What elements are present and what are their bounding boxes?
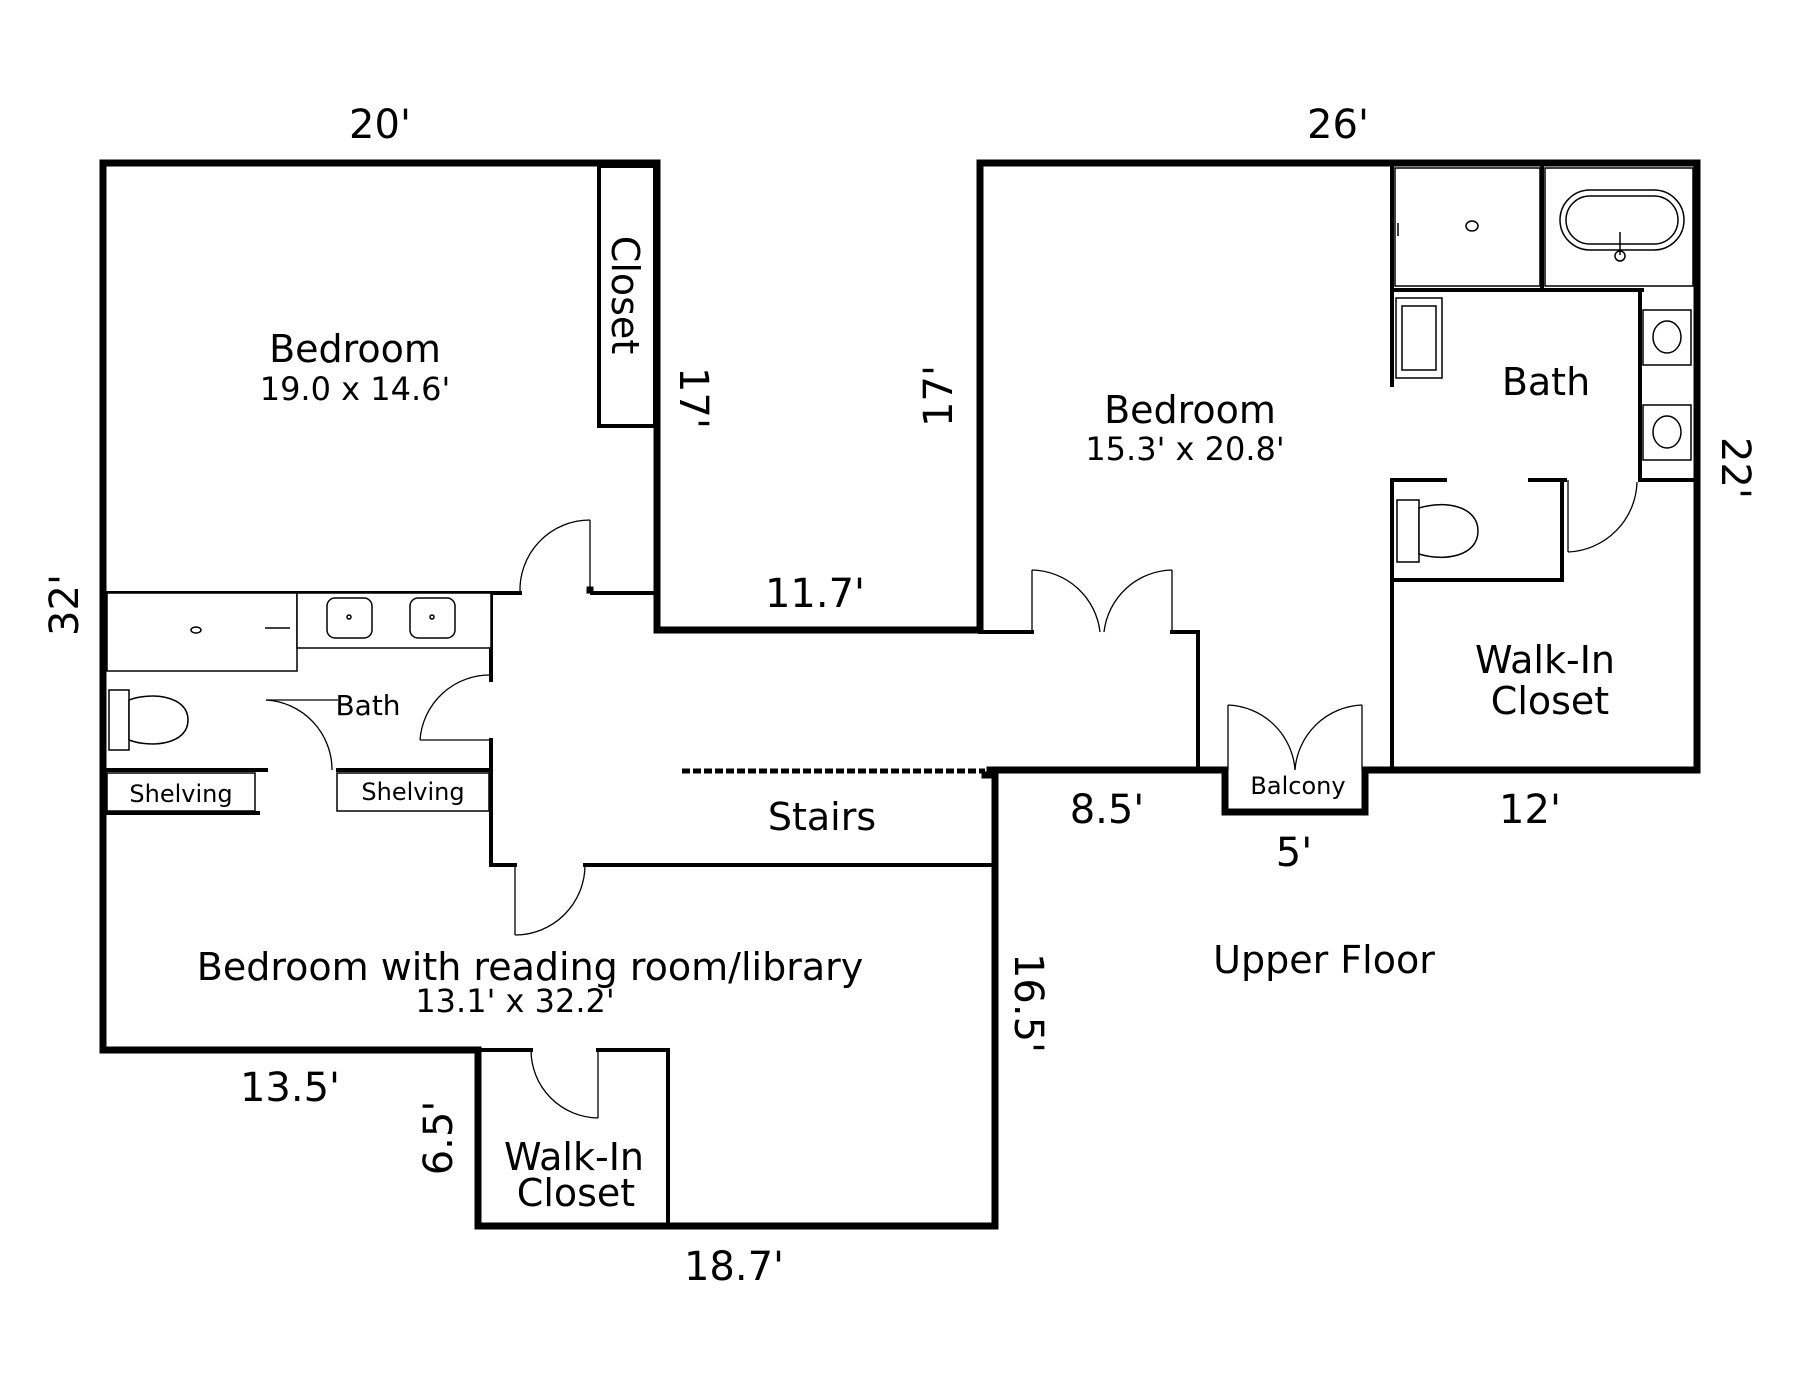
dim-balcony-left: 8.5' xyxy=(1070,787,1145,833)
library-bedroom-size: 13.1' x 32.2' xyxy=(415,982,614,1020)
dim-corridor: 11.7' xyxy=(765,571,865,617)
dim-bottom: 18.7' xyxy=(684,1244,784,1290)
stairs-label: Stairs xyxy=(768,795,876,839)
dim-closet-height: 6.5' xyxy=(416,1101,462,1176)
walkin-left-line1: Walk-In xyxy=(504,1135,644,1179)
dim-balcony-width: 5' xyxy=(1276,830,1312,876)
bath-left-label: Bath xyxy=(335,689,400,722)
bath-right-label: Bath xyxy=(1502,360,1590,404)
right-bath-fixtures xyxy=(1394,167,1694,563)
library-bedroom-label: Bedroom with reading room/library xyxy=(197,945,863,989)
left-doors xyxy=(265,519,599,1119)
balcony-label: Balcony xyxy=(1250,772,1345,800)
right-doors xyxy=(1031,480,1638,771)
right-wing-walls xyxy=(976,159,1701,816)
walkin-right-line1: Walk-In xyxy=(1475,638,1615,682)
bedroom-left-size: 19.0 x 14.6' xyxy=(260,370,451,408)
shelving-a-label: Shelving xyxy=(129,780,232,808)
dim-left-bottom: 13.5' xyxy=(240,1065,340,1111)
dim-left-side: 32' xyxy=(42,574,88,636)
closet-left xyxy=(597,164,657,428)
dim-left-inner: 17' xyxy=(670,367,716,429)
walkin-left-line2: Closet xyxy=(517,1171,635,1215)
dim-top-left: 20' xyxy=(349,102,411,148)
dim-top-right: 26' xyxy=(1307,102,1369,148)
bedroom-left-label: Bedroom xyxy=(269,327,441,371)
left-bath-fixtures xyxy=(106,592,492,812)
dim-right-side: 22' xyxy=(1712,437,1758,499)
shelving-b-label: Shelving xyxy=(361,778,464,806)
closet-left-label: Closet xyxy=(603,236,647,354)
left-wing-walls xyxy=(99,159,999,1230)
dim-library-right: 16.5' xyxy=(1005,953,1051,1053)
dim-right-inner: 17' xyxy=(916,365,962,427)
floor-title: Upper Floor xyxy=(1213,938,1435,982)
dim-right-bottom: 12' xyxy=(1499,787,1561,833)
bedroom-right-label: Bedroom xyxy=(1104,388,1276,432)
walkin-right-line2: Closet xyxy=(1491,679,1609,723)
bedroom-right-size: 15.3' x 20.8' xyxy=(1085,430,1284,468)
